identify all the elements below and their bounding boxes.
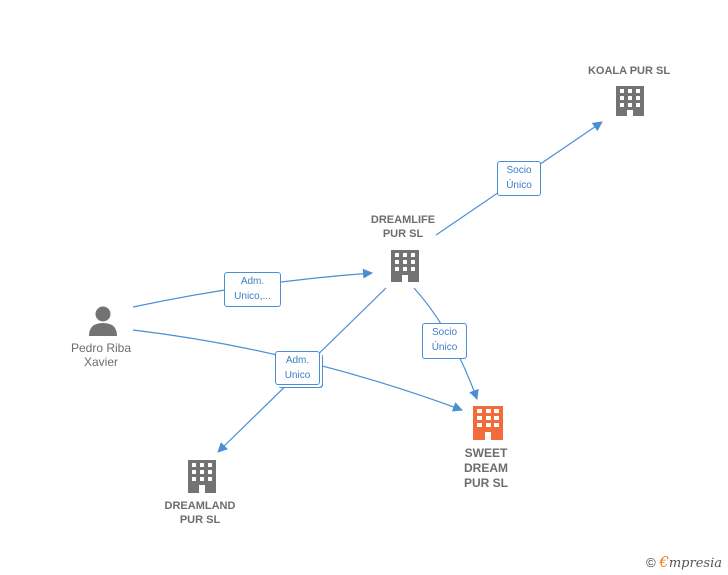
company-label-sweet-dream[interactable]: SWEET DREAM PUR SL <box>463 446 508 490</box>
empresia-logo-initial: € <box>659 553 669 571</box>
building-icon[interactable] <box>188 460 216 493</box>
company-label-dreamland[interactable]: DREAMLAND PUR SL <box>164 500 236 526</box>
edge-label-dreamlife-sweet: Socio Único <box>422 323 467 359</box>
building-icon[interactable] <box>473 406 503 440</box>
company-label-koala[interactable]: KOALA PUR SL <box>587 65 671 77</box>
copyright-watermark: © €mpresia <box>646 553 722 571</box>
edge-label-adm-unico: Adm. Unico <box>275 351 320 385</box>
empresia-logo-text: mpresia <box>668 556 722 571</box>
company-label-dreamlife[interactable]: DREAMLIFE PUR SL <box>370 214 436 240</box>
edge-label-dreamlife-koala: Socio Único <box>497 161 541 196</box>
building-icon[interactable] <box>616 86 644 116</box>
copyright-symbol: © <box>646 555 656 570</box>
building-icon[interactable] <box>391 250 419 282</box>
edge-label-pedro-dreamlife: Adm. Unico,... <box>224 272 281 307</box>
person-label-pedro[interactable]: Pedro Riba Xavier <box>70 341 132 369</box>
person-icon[interactable] <box>89 306 117 337</box>
